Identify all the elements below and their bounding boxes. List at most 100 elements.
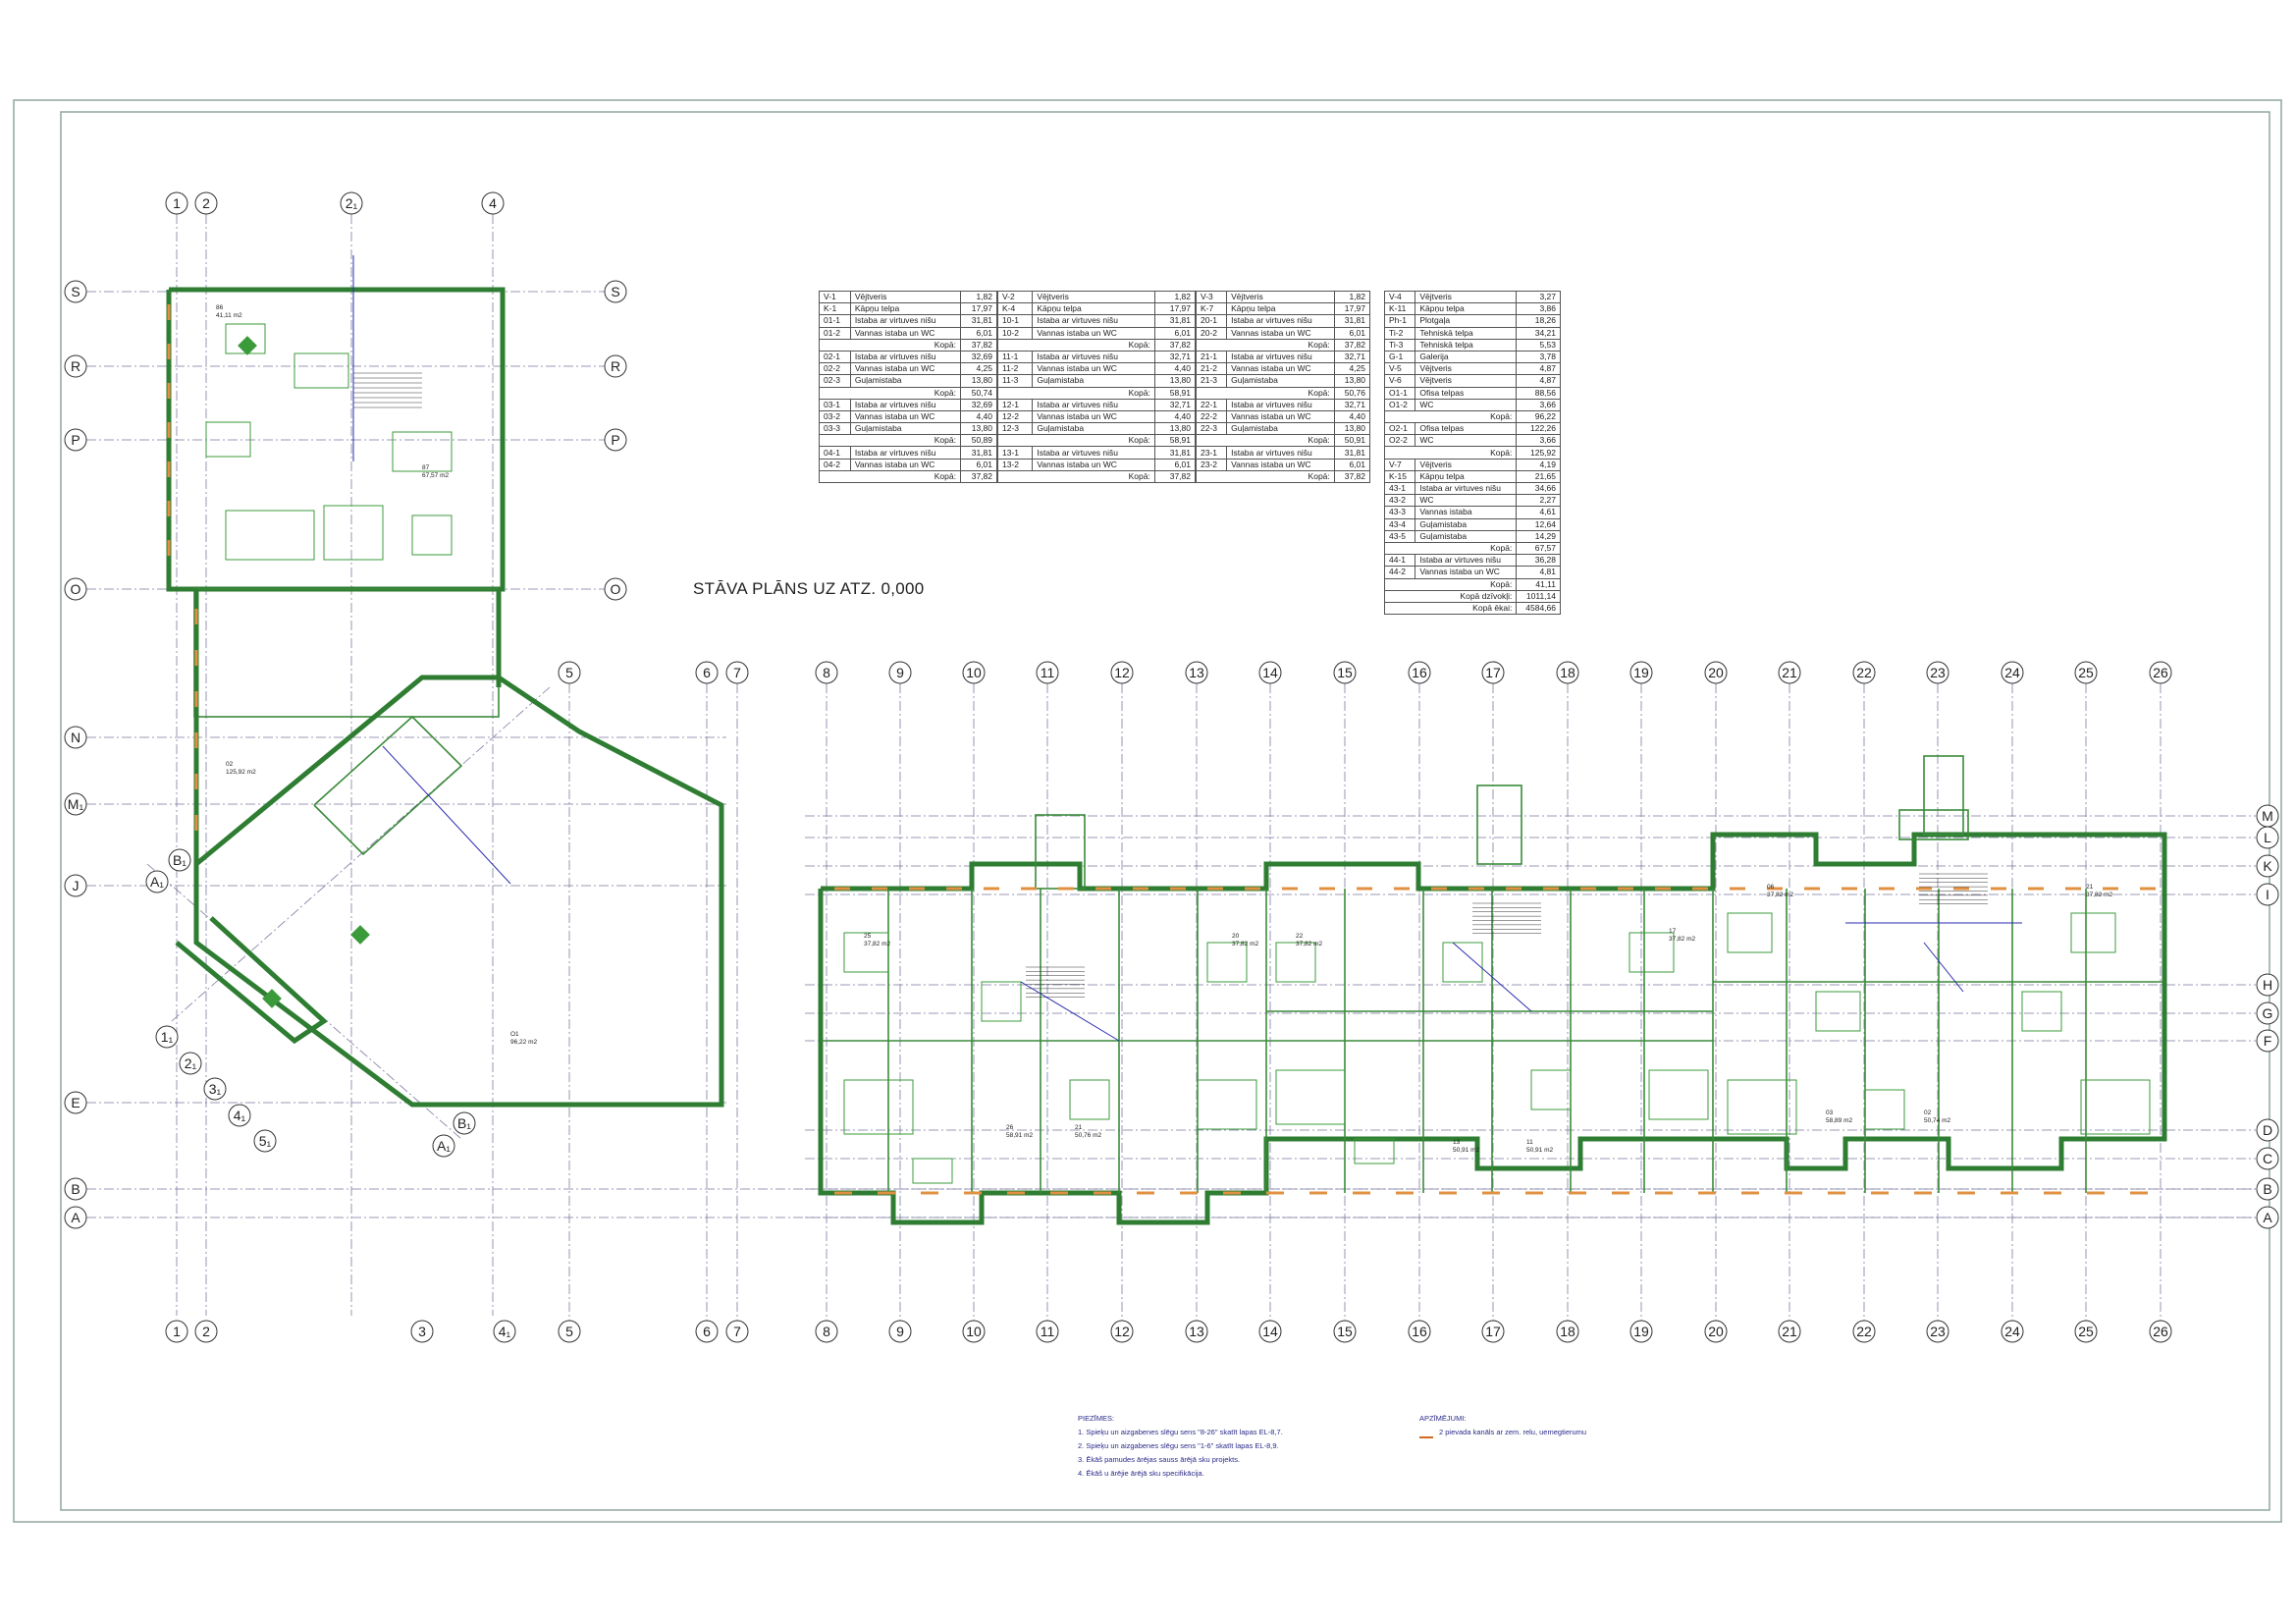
row-total-label: Kopā: [997, 338, 1155, 352]
legend-block: APZĪMĒJUMI: 2 pievada kanāls ar zem. rel… [1419, 1412, 1586, 1439]
axis-circle [155, 1025, 179, 1049]
electrical-line [1452, 942, 1532, 1012]
axis-bubble-diagonal: 3₁ [203, 1077, 227, 1101]
axis-circle [2149, 661, 2172, 684]
axis-text: 4 [489, 195, 497, 211]
room-label-line: 58,89 m2 [1826, 1117, 1852, 1124]
room-code: 43-5 [1383, 529, 1416, 543]
room-label-line: 87 [422, 464, 430, 471]
axis-text: A₁ [437, 1138, 451, 1154]
axis-circle [1629, 661, 1653, 684]
axis-bubble-row-left: O [64, 577, 87, 601]
axis-bubble-diagonal: A₁ [432, 1134, 455, 1158]
row-total-label: Kopā: [1196, 338, 1335, 352]
room-area: 3,27 [1516, 290, 1561, 304]
axis-bubble-row-right: B [2256, 1177, 2279, 1201]
axis-text: 8 [823, 665, 830, 680]
axis-circle [1778, 661, 1801, 684]
room-name: Guļamistaba [849, 374, 961, 388]
axis-bubble-row-left: B [64, 1177, 87, 1201]
axis-bubble-diagonal: A₁ [145, 870, 169, 893]
axis-circle [725, 661, 749, 684]
axis-circle [695, 1320, 719, 1343]
furniture-item [205, 421, 251, 458]
entrance-tower [1476, 784, 1522, 865]
furniture-item [1648, 1069, 1709, 1120]
axis-circle [145, 870, 169, 893]
plant-symbol [350, 925, 370, 945]
room-name: Kāpņu telpa [849, 302, 961, 316]
axis-bubble-row-right: L [2256, 826, 2279, 849]
axis-circle [888, 661, 912, 684]
room-area: 4,40 [959, 409, 998, 424]
axis-bubble-row-mid: P [604, 428, 627, 452]
plant-symbol [238, 336, 257, 355]
room-area: 5,53 [1516, 338, 1561, 352]
axis-circle [64, 354, 87, 378]
axis-text: 13 [1189, 665, 1204, 680]
wall-outline-lower [193, 675, 724, 1108]
axis-text: 4₁ [234, 1108, 246, 1123]
room-label-line: 21 [2086, 884, 2094, 891]
stair-flight [353, 372, 422, 408]
wall-wing [175, 916, 329, 1045]
room-name: Vannas istaba un WC [1226, 458, 1335, 471]
axis-bubble-bottom: 6 [695, 1320, 719, 1343]
axis-bubble-top: 1 [165, 191, 188, 215]
table-row: Kopā:50,91 [1196, 434, 1371, 448]
room-area: 4,40 [1153, 409, 1197, 424]
axis-bubble-row-left: M₁ [64, 792, 87, 816]
axis-bubble-row-left: E [64, 1091, 87, 1114]
room-area: 6,01 [1333, 458, 1371, 471]
axis-text: H [2263, 977, 2272, 993]
axis-circle [1408, 1320, 1431, 1343]
room-area: 2,27 [1516, 494, 1561, 508]
room-area: 21,65 [1516, 469, 1561, 484]
axis-text: 18 [1560, 1324, 1575, 1339]
room-code: 10-1 [996, 314, 1034, 328]
room-code: 21-1 [1195, 350, 1228, 364]
axis-text: 10 [966, 665, 982, 680]
axis-text: 21 [1782, 665, 1797, 680]
table-row: Kopā:67,57 [1383, 541, 1561, 556]
room-code: V-7 [1383, 458, 1416, 471]
axis-circle [1852, 1320, 1876, 1343]
axis-bubble-bottom: 19 [1629, 1320, 1653, 1343]
room-name: Guļamistaba [1415, 529, 1518, 543]
notes-block: PIEZĪMES: 1. Spieķu un aizgabenes slēgu … [1078, 1412, 1283, 1481]
furniture-item [981, 981, 1022, 1022]
room-name: WC [1415, 434, 1518, 448]
room-code: 13-2 [996, 458, 1034, 471]
room-area: 6,01 [959, 458, 998, 471]
room-code: Ti-3 [1383, 338, 1416, 352]
room-label-line: 11 [1526, 1139, 1533, 1146]
room-name: Istaba ar virtuves nišu [849, 446, 961, 460]
table-row: Kopā:50,74 [819, 386, 998, 400]
axis-text: 24 [2004, 1324, 2020, 1339]
axis-circle [2256, 1001, 2279, 1025]
axis-text: 9 [896, 1324, 904, 1339]
table-row: Kopā:37,82 [1196, 469, 1371, 484]
axis-circle [253, 1129, 277, 1153]
room-name: Vējtveris [1415, 458, 1518, 471]
axis-text: 6 [703, 665, 711, 680]
axis-text: 12 [1114, 665, 1130, 680]
axis-text: 14 [1262, 665, 1278, 680]
axis-text: 5 [565, 665, 573, 680]
axis-circle [558, 1320, 581, 1343]
room-code: 23-2 [1195, 458, 1228, 471]
axis-text: 6 [703, 1324, 711, 1339]
furniture-item [1275, 1069, 1346, 1125]
